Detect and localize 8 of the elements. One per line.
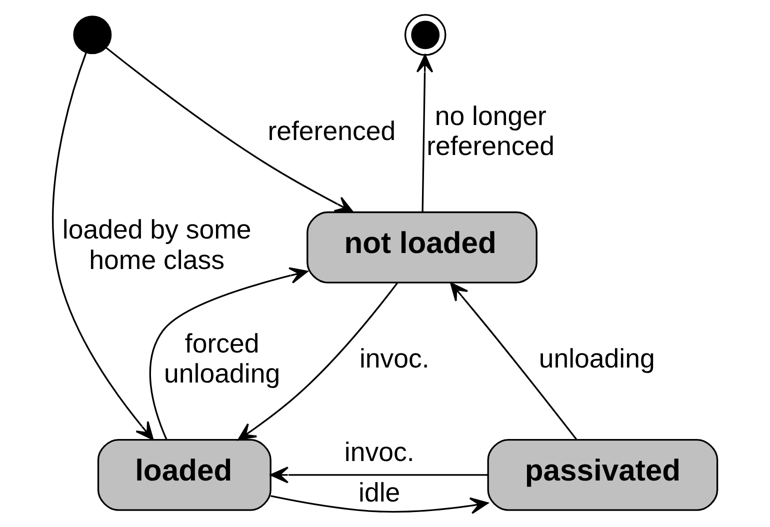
edge-label: invoc. <box>344 437 414 468</box>
edge-label: invoc. <box>359 344 430 374</box>
edge-label: loaded by some home class <box>62 214 252 275</box>
edge-label: forced unloading <box>164 328 280 389</box>
edge-label: no longer referenced <box>426 100 555 162</box>
edge-label: unloading <box>538 344 655 374</box>
edge-label: idle <box>358 477 400 508</box>
edge-label: referenced <box>268 116 396 146</box>
